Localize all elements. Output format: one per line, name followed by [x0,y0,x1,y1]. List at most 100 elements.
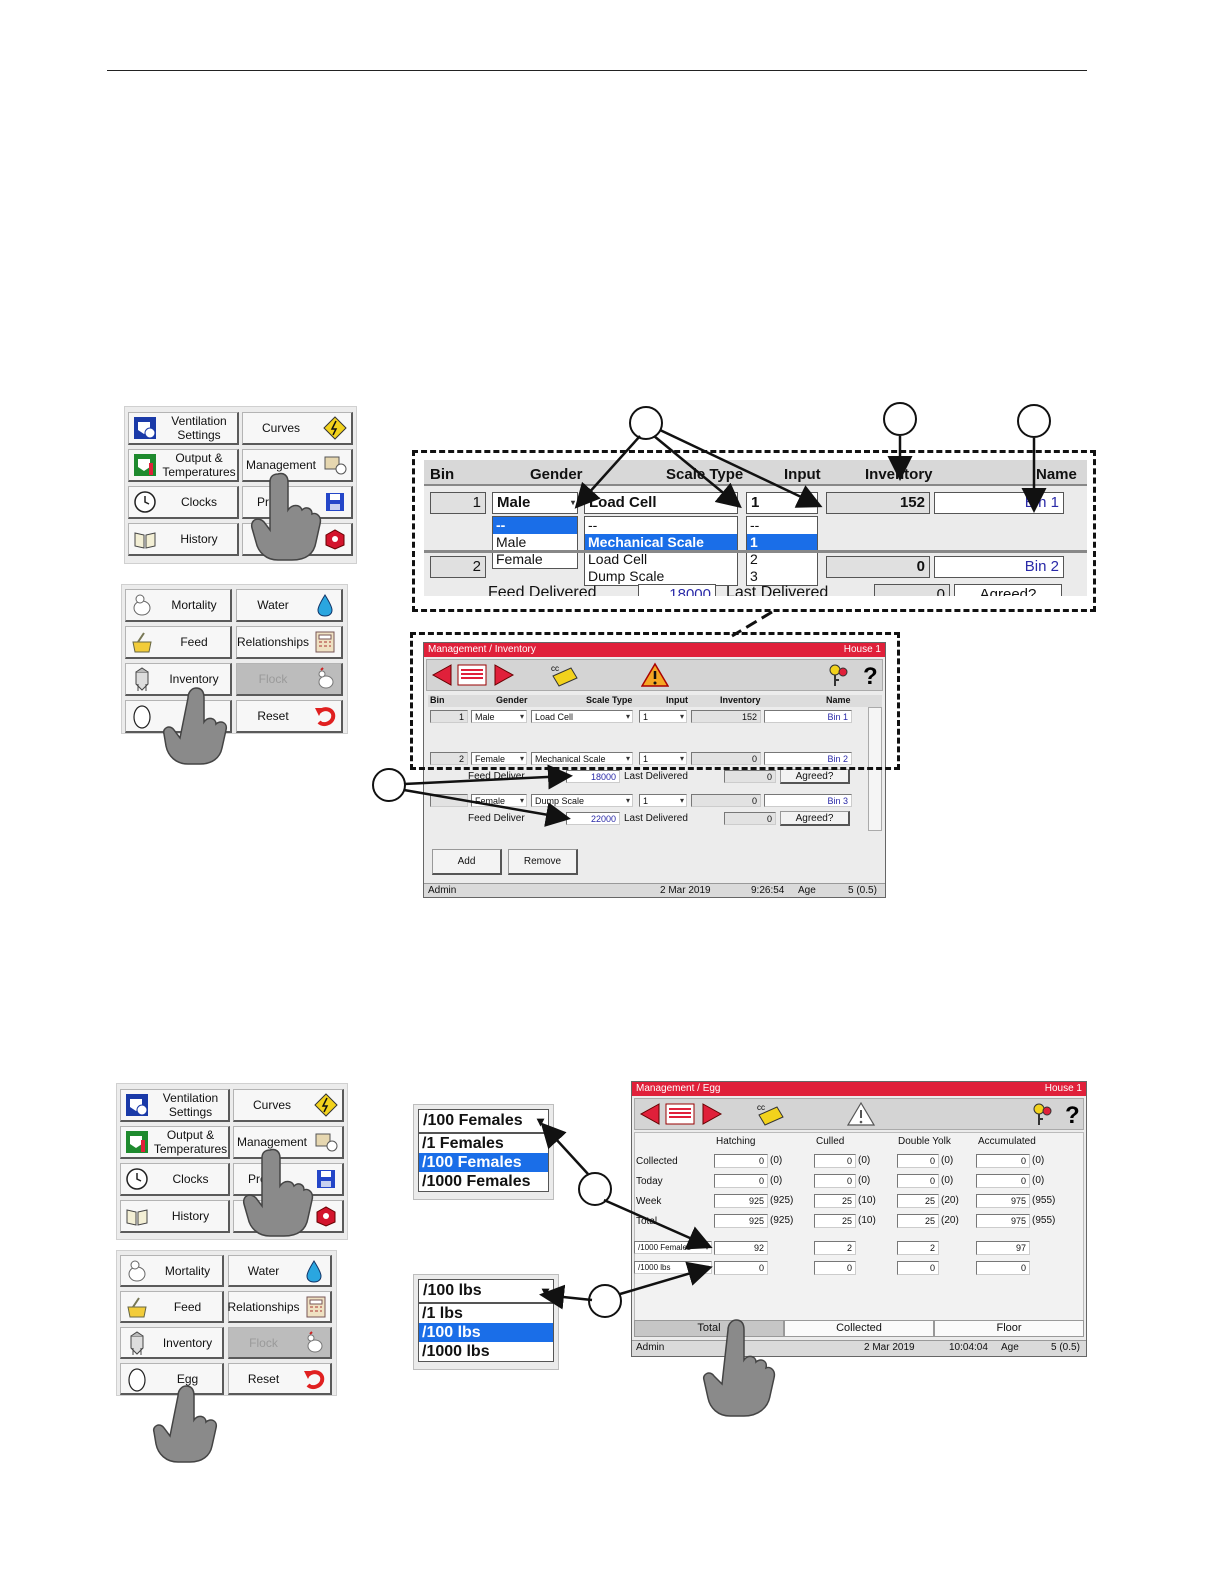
scale-option[interactable]: Dump Scale [588,568,665,584]
feed-button[interactable]: Feed [125,626,232,659]
back-arrow-icon[interactable] [639,1102,661,1126]
output-temperatures-button[interactable]: Output & Temperatures [128,449,239,482]
add-button[interactable]: Add [432,849,502,875]
water-button[interactable]: Water [228,1255,332,1287]
input-option[interactable]: 1 [747,534,817,551]
curves-button[interactable]: Curves [242,412,353,445]
history-button[interactable]: History [120,1200,230,1233]
keys-icon[interactable] [1029,1101,1055,1127]
row-3-feed-delivered[interactable]: 22000 [566,812,620,825]
water-button[interactable]: Water [236,589,343,622]
lbs-option[interactable]: /1000 lbs [422,1343,490,1360]
row-2-name[interactable]: Bin 2 [764,752,852,765]
females-units-options[interactable]: /1 Females /100 Females /1000 Females [418,1133,549,1192]
gender-option[interactable]: Male [496,534,527,550]
culled-week[interactable]: 25 [814,1194,856,1208]
help-icon[interactable]: ? [1061,1101,1085,1127]
hatching-week[interactable]: 925 [714,1194,768,1208]
double-yolk-today[interactable]: 0 [897,1174,939,1188]
double-yolk-collected[interactable]: 0 [897,1154,939,1168]
accumulated-week[interactable]: 975 [976,1194,1030,1208]
double-yolk-total[interactable]: 25 [897,1214,939,1228]
females-option[interactable]: /1 Females [422,1135,504,1152]
remove-button[interactable]: Remove [508,849,578,875]
row-2-agreed-button[interactable]: Agreed? [780,769,850,784]
row-2-input[interactable]: 1 [639,752,687,765]
scale-option[interactable]: Mechanical Scale [585,534,737,551]
row-3-agreed-button[interactable]: Agreed? [780,811,850,826]
hatching-today[interactable]: 0 [714,1174,768,1188]
culled-collected[interactable]: 0 [814,1154,856,1168]
accumulated-today[interactable]: 0 [976,1174,1030,1188]
back-arrow-icon[interactable] [431,663,453,687]
row-1-gender[interactable]: Male [471,710,527,723]
row-1-input[interactable]: 1 [639,710,687,723]
mortality-button[interactable]: Mortality [120,1255,224,1287]
accumulated-total[interactable]: 975 [976,1214,1030,1228]
culled-today[interactable]: 0 [814,1174,856,1188]
inventory-button[interactable]: Inventory [125,663,232,696]
management-button[interactable]: Management [242,449,353,482]
row-2-scale-type[interactable]: Mechanical Scale [531,752,633,765]
females-units-select[interactable]: /100 Females [418,1109,549,1133]
feed-delivered-value[interactable]: 18000 [638,584,716,596]
gender-option[interactable]: -- [493,517,577,534]
calendar-list-icon[interactable] [665,1103,695,1125]
lbs-units-options[interactable]: /1 lbs /100 lbs /1000 lbs [418,1303,554,1362]
hatching-total[interactable]: 925 [714,1214,768,1228]
input-option[interactable]: 2 [750,551,758,567]
agreed-button[interactable]: Agreed? [954,584,1062,596]
culled-total[interactable]: 25 [814,1214,856,1228]
relationships-button[interactable]: Relationships [227,1291,332,1323]
accumulated-collected[interactable]: 0 [976,1154,1030,1168]
lbs-ratio-select[interactable]: /1000 lbs [634,1261,712,1274]
input-option[interactable]: 3 [750,568,758,584]
forward-arrow-icon[interactable] [701,1102,723,1126]
tab-floor[interactable]: Floor [934,1320,1084,1337]
relationships-button[interactable]: Relationships [236,626,343,659]
clocks-button[interactable]: Clocks [128,486,239,519]
warning-icon[interactable] [641,662,669,688]
output-temperatures-button[interactable]: Output & Temperatures [120,1126,230,1159]
lbs-option[interactable]: /100 lbs [419,1323,553,1342]
history-button[interactable]: History [128,523,239,556]
row-1-scale-type[interactable]: Load Cell [531,710,633,723]
keys-icon[interactable] [825,662,851,688]
management-button[interactable]: Management [233,1126,344,1159]
egg-button[interactable]: Egg [120,1363,224,1395]
curves-button[interactable]: Curves [233,1089,344,1122]
lbs-units-select[interactable]: /100 lbs [418,1279,554,1303]
scale-option[interactable]: Load Cell [588,551,648,567]
help-icon[interactable]: ? [859,662,883,688]
forward-arrow-icon[interactable] [493,663,515,687]
gender-option[interactable]: Female [496,551,543,567]
comm-card-icon[interactable]: cc [549,662,579,688]
comm-card-icon[interactable]: cc [755,1101,785,1127]
mortality-button[interactable]: Mortality [125,589,232,622]
scale-option[interactable]: -- [588,517,598,533]
row-3-name[interactable]: Bin 3 [764,794,852,807]
row-3-scale-type[interactable]: Dump Scale [531,794,633,807]
ventilation-settings-button[interactable]: Ventilation Settings [120,1089,230,1122]
row-3-input[interactable]: 1 [639,794,687,807]
ventilation-settings-button[interactable]: Ventilation Settings [128,412,239,445]
females-option[interactable]: /100 Females [419,1153,548,1172]
hatching-collected[interactable]: 0 [714,1154,768,1168]
tab-collected[interactable]: Collected [784,1320,934,1337]
row-1-name[interactable]: Bin 1 [764,710,852,723]
females-option[interactable]: /1000 Females [422,1173,531,1190]
warning-icon[interactable] [847,1101,875,1127]
input-option[interactable]: -- [750,517,760,533]
row-3-gender[interactable]: Female [471,794,527,807]
bin-name-row-2[interactable]: Bin 2 [934,556,1064,578]
row-2-feed-delivered[interactable]: 18000 [566,770,620,783]
tab-total[interactable]: Total [634,1320,784,1337]
reset-button[interactable]: Reset [228,1363,332,1395]
lbs-option[interactable]: /1 lbs [422,1305,463,1322]
clocks-button[interactable]: Clocks [120,1163,230,1196]
gender-select-row-1[interactable]: Male [492,492,578,514]
calendar-list-icon[interactable] [457,664,487,686]
females-ratio-select[interactable]: /1000 Females [634,1241,712,1254]
double-yolk-week[interactable]: 25 [897,1194,939,1208]
gender-dropdown-list[interactable]: -- Male Female [492,516,578,569]
